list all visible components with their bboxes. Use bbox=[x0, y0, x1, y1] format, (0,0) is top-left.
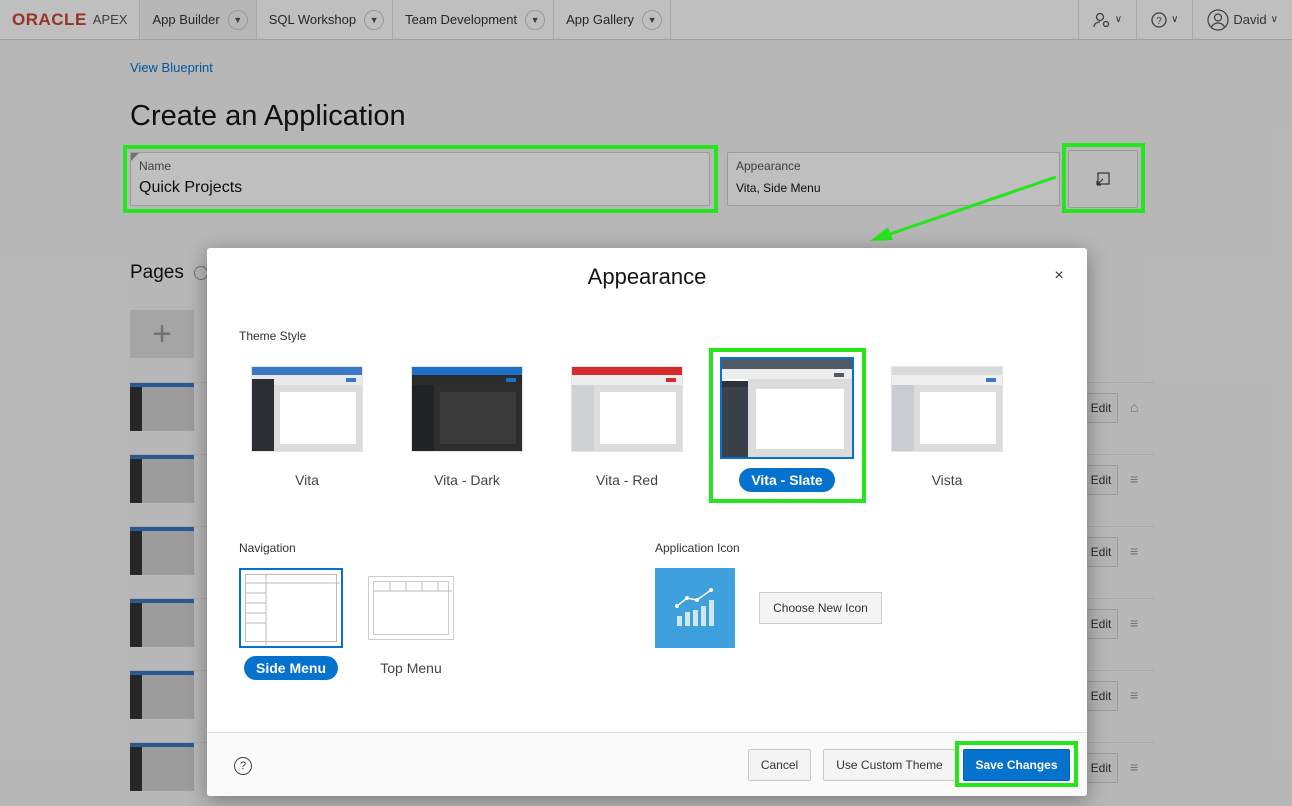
top-menu-preview bbox=[373, 581, 452, 635]
dialog-title: Appearance bbox=[587, 264, 707, 289]
page-thumbnail bbox=[130, 671, 194, 719]
theme-option-vita-slate[interactable] bbox=[720, 357, 854, 459]
name-input[interactable]: Quick Projects bbox=[139, 179, 243, 196]
tab-label: App Gallery bbox=[566, 12, 635, 27]
tab-label: App Builder bbox=[152, 12, 220, 27]
user-settings-icon bbox=[1093, 12, 1109, 27]
chevron-down-icon[interactable]: ▼ bbox=[364, 9, 385, 30]
theme-option-vita-red[interactable] bbox=[571, 366, 683, 452]
theme-option-vita[interactable] bbox=[251, 366, 363, 452]
svg-text:?: ? bbox=[1156, 16, 1162, 27]
help-icon[interactable]: ? bbox=[234, 757, 252, 775]
chevron-down-icon: ∨ bbox=[1270, 14, 1278, 25]
use-custom-theme-button[interactable]: Use Custom Theme bbox=[823, 749, 956, 781]
oracle-logo-text: ORACLE bbox=[12, 9, 87, 29]
open-dialog-icon bbox=[1096, 172, 1110, 186]
add-page-button[interactable]: + bbox=[130, 310, 194, 358]
help-circle-icon: ? bbox=[1151, 11, 1167, 28]
page-thumbnail bbox=[130, 455, 194, 503]
admin-menu-button[interactable]: ∨ bbox=[1077, 0, 1136, 39]
top-navigation: ORACLE APEX App Builder ▼ SQL Workshop ▼… bbox=[0, 0, 1292, 40]
bar-chart-icon bbox=[675, 588, 714, 626]
edit-page-button[interactable]: Edit bbox=[1084, 681, 1118, 711]
theme-option-vista[interactable] bbox=[891, 366, 1003, 452]
user-menu-button[interactable]: David ∨ bbox=[1192, 0, 1292, 39]
page-thumbnail bbox=[130, 527, 194, 575]
tab-label: Team Development bbox=[405, 12, 518, 27]
name-field[interactable]: Name Quick Projects bbox=[130, 152, 710, 206]
page-thumbnail bbox=[130, 599, 194, 647]
close-icon[interactable]: × bbox=[1054, 267, 1064, 284]
application-icon-label: Application Icon bbox=[655, 541, 740, 555]
pages-heading: Pages bbox=[130, 262, 184, 283]
home-icon: ⌂ bbox=[1130, 399, 1139, 415]
appearance-dialog: Appearance × Theme Style Vita Vita - Dar… bbox=[207, 248, 1087, 796]
page-title: Create an Application bbox=[130, 100, 406, 132]
chevron-down-icon: ∨ bbox=[1171, 14, 1179, 25]
appearance-value: Vita, Side Menu bbox=[736, 181, 821, 195]
set-appearance-button[interactable] bbox=[1068, 150, 1138, 208]
help-menu-button[interactable]: ? ∨ bbox=[1136, 0, 1192, 39]
drag-handle-icon[interactable]: ≡ bbox=[1130, 543, 1139, 559]
tab-sql-workshop[interactable]: SQL Workshop ▼ bbox=[255, 0, 392, 39]
theme-label-vita-slate[interactable]: Vita - Slate bbox=[739, 468, 835, 492]
edit-page-button[interactable]: Edit bbox=[1084, 465, 1118, 495]
appearance-label: Appearance bbox=[736, 159, 801, 173]
navigation-label: Navigation bbox=[239, 541, 296, 555]
drag-handle-icon[interactable]: ≡ bbox=[1130, 759, 1139, 775]
chevron-down-icon[interactable]: ▼ bbox=[227, 9, 248, 30]
name-label: Name bbox=[139, 159, 172, 173]
tab-app-builder[interactable]: App Builder ▼ bbox=[139, 0, 256, 39]
theme-style-label: Theme Style bbox=[239, 329, 307, 343]
navigation-option-top-menu[interactable] bbox=[368, 576, 454, 640]
page-thumbnail bbox=[130, 743, 194, 791]
theme-option-vita-dark[interactable] bbox=[411, 366, 523, 452]
theme-label-vita-red[interactable]: Vita - Red bbox=[596, 472, 658, 488]
choose-new-icon-button[interactable]: Choose New Icon bbox=[759, 592, 882, 624]
theme-label-vita[interactable]: Vita bbox=[295, 472, 319, 488]
chevron-down-icon: ∨ bbox=[1114, 14, 1123, 25]
user-avatar-icon bbox=[1207, 8, 1230, 31]
navigation-label-top-menu[interactable]: Top Menu bbox=[380, 660, 442, 676]
save-changes-button[interactable]: Save Changes bbox=[963, 749, 1070, 781]
oracle-apex-logo[interactable]: ORACLE APEX bbox=[0, 0, 139, 39]
tab-team-development[interactable]: Team Development ▼ bbox=[392, 0, 553, 39]
cancel-button[interactable]: Cancel bbox=[748, 749, 811, 781]
drag-handle-icon[interactable]: ≡ bbox=[1130, 471, 1139, 487]
tab-app-gallery[interactable]: App Gallery ▼ bbox=[553, 0, 672, 39]
required-indicator bbox=[131, 153, 139, 161]
side-menu-preview bbox=[245, 574, 340, 645]
page-thumbnail bbox=[130, 383, 194, 431]
navigation-label-side-menu[interactable]: Side Menu bbox=[244, 656, 338, 680]
edit-page-button[interactable]: Edit bbox=[1084, 753, 1118, 783]
application-icon-preview bbox=[655, 568, 735, 648]
drag-handle-icon[interactable]: ≡ bbox=[1130, 615, 1139, 631]
navigation-option-side-menu[interactable] bbox=[239, 568, 343, 648]
user-name: David bbox=[1233, 12, 1267, 27]
chevron-down-icon[interactable]: ▼ bbox=[642, 9, 663, 30]
apex-logo-text: APEX bbox=[92, 12, 128, 27]
drag-handle-icon[interactable]: ≡ bbox=[1130, 687, 1139, 703]
dialog-footer: ? Cancel Use Custom Theme Save Changes bbox=[207, 732, 1087, 796]
edit-page-button[interactable]: Edit bbox=[1084, 537, 1118, 567]
chevron-down-icon[interactable]: ▼ bbox=[525, 9, 546, 30]
tab-label: SQL Workshop bbox=[268, 12, 357, 27]
theme-label-vita-dark[interactable]: Vita - Dark bbox=[434, 472, 500, 488]
view-blueprint-link[interactable]: View Blueprint bbox=[130, 60, 213, 75]
theme-label-vista[interactable]: Vista bbox=[931, 472, 963, 488]
